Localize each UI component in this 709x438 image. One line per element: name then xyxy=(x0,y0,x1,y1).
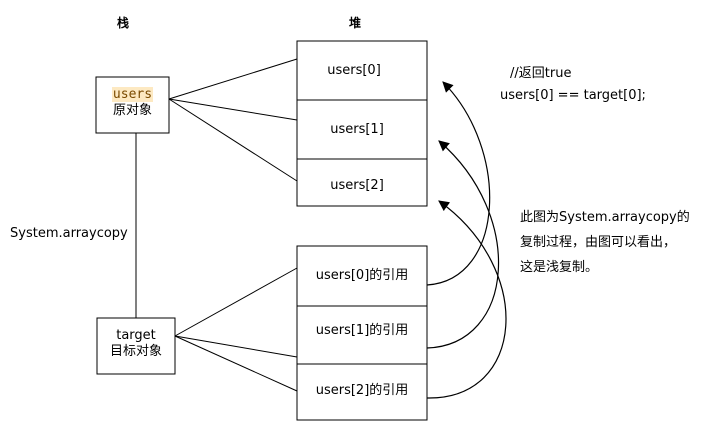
heap-cell-target-1: users[1]的引用 xyxy=(315,323,409,338)
users-object-label: users 原对象 xyxy=(96,87,169,119)
heap-cell-users-2: users[2] xyxy=(330,178,384,193)
users-box xyxy=(95,76,170,134)
users-array-box xyxy=(296,40,428,207)
reference-arrow xyxy=(426,81,491,286)
target-pointer-line xyxy=(174,267,298,337)
reference-arrow xyxy=(426,140,500,349)
heap-cell-users-0: users[0] xyxy=(327,63,381,78)
explanation-line-3: 这是浅复制。 xyxy=(520,260,599,275)
users-object-desc: 原对象 xyxy=(112,103,152,118)
users-pointer-line xyxy=(168,58,298,100)
arraycopy-label: System.arraycopy xyxy=(10,226,128,241)
explanation-line-1: 此图为System.arraycopy的 xyxy=(520,210,690,225)
target-pointer-line xyxy=(174,335,298,358)
reference-arrow xyxy=(426,200,507,399)
users-variable-name: users xyxy=(111,87,154,102)
target-pointer-line xyxy=(174,335,298,392)
heap-cell-target-2: users[2]的引用 xyxy=(315,383,409,398)
code-expression: users[0] == target[0]; xyxy=(500,88,646,103)
target-object-desc: 目标对象 xyxy=(109,344,162,359)
users-pointer-line xyxy=(168,98,298,182)
target-array-box xyxy=(296,245,428,421)
target-object-label: target 目标对象 xyxy=(97,328,175,360)
code-comment: //返回true xyxy=(510,66,572,81)
heap-cell-target-0: users[0]的引用 xyxy=(315,268,409,283)
heap-heading: 堆 xyxy=(349,16,362,30)
target-variable-name: target xyxy=(116,328,156,343)
users-pointer-line xyxy=(168,98,298,121)
stack-heading: 栈 xyxy=(117,16,130,30)
explanation-line-2: 复制过程，由图可以看出， xyxy=(520,235,677,250)
heap-cell-users-1: users[1] xyxy=(330,122,384,137)
